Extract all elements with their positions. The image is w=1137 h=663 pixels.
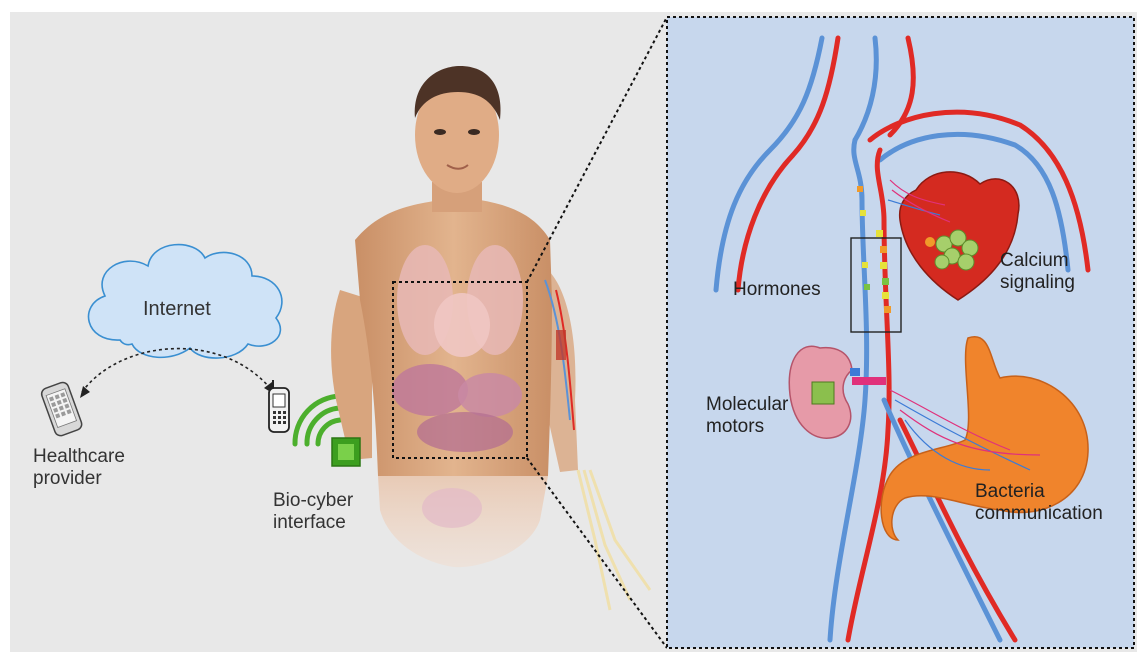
label-molecular-motors: Molecular motors [706, 394, 788, 438]
label-bacteria-line1: Bacteria [975, 481, 1103, 503]
label-molecular-line2: motors [706, 416, 788, 438]
label-biocyber-line2: interface [273, 512, 353, 534]
label-calcium-line1: Calcium [1000, 250, 1075, 272]
label-healthcare-line1: Healthcare [33, 446, 125, 468]
label-biocyber-line1: Bio-cyber [273, 490, 353, 512]
label-molecular-line1: Molecular [706, 394, 788, 416]
label-bacteria-line2: communication [975, 503, 1103, 525]
chip-icon [332, 438, 360, 466]
label-calcium-line2: signaling [1000, 272, 1075, 294]
label-healthcare-line2: provider [33, 468, 125, 490]
label-internet: Internet [143, 298, 211, 320]
label-bacteria-communication: Bacteria communication [975, 481, 1103, 525]
label-bio-cyber-interface: Bio-cyber interface [273, 490, 353, 534]
cellphone-icon [269, 380, 289, 432]
label-calcium-signaling: Calcium signaling [1000, 250, 1075, 294]
label-healthcare-provider: Healthcare provider [33, 446, 125, 490]
label-hormones: Hormones [733, 279, 821, 301]
